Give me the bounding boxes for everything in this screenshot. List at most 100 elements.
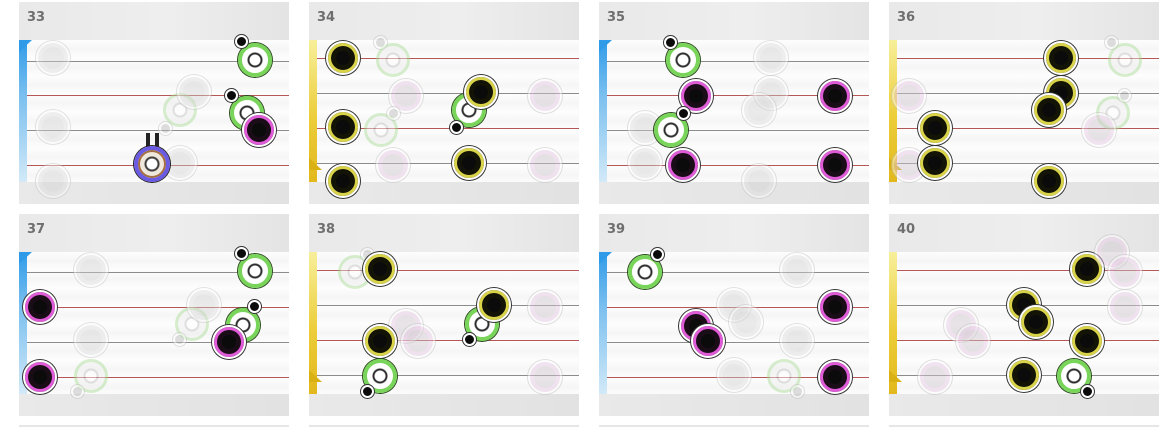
lane-line <box>309 163 579 164</box>
measure-number: 35 <box>607 10 626 25</box>
yellow-note[interactable] <box>326 41 360 75</box>
yellow-note[interactable] <box>363 252 397 286</box>
ghost-dot <box>791 385 804 398</box>
pink-note[interactable] <box>691 324 725 358</box>
small-black-note[interactable] <box>248 300 261 313</box>
purple-hold-note[interactable] <box>134 146 170 182</box>
yellow-note[interactable] <box>1007 358 1041 392</box>
green-note[interactable] <box>238 254 272 288</box>
ghost-green-note <box>767 359 801 393</box>
yellow-note[interactable] <box>1070 324 1104 358</box>
measure-panel-37[interactable]: 37 <box>19 214 289 416</box>
lane-line <box>19 377 289 378</box>
measure-panel-35[interactable]: 35 <box>599 2 869 204</box>
ghost-note <box>780 253 814 287</box>
blue-arrow-icon <box>599 40 612 52</box>
ghost-pink-note <box>892 79 926 113</box>
ghost-note <box>36 164 70 198</box>
measure-panel-40[interactable]: 40 <box>889 214 1159 416</box>
small-black-note[interactable] <box>1081 385 1094 398</box>
yellow-arrow-icon <box>309 158 322 170</box>
blue-timing-marker <box>599 40 607 182</box>
ghost-note <box>177 75 211 109</box>
ghost-dot <box>159 122 172 135</box>
pink-note[interactable] <box>818 360 852 394</box>
lane-line <box>309 93 579 94</box>
lane-line <box>599 342 869 343</box>
measure-number: 37 <box>27 222 46 237</box>
measure-panel-38[interactable]: 38 <box>309 214 579 416</box>
pink-note[interactable] <box>23 360 57 394</box>
lane-line <box>889 340 1159 341</box>
ghost-note <box>780 324 814 358</box>
ghost-note <box>754 41 788 75</box>
yellow-note[interactable] <box>363 324 397 358</box>
yellow-note[interactable] <box>1032 164 1066 198</box>
pink-note[interactable] <box>818 79 852 113</box>
green-note[interactable] <box>238 43 272 77</box>
ghost-pink-note <box>401 324 435 358</box>
pink-note[interactable] <box>23 290 57 324</box>
hold-stem <box>155 133 159 147</box>
pink-note[interactable] <box>242 113 276 147</box>
measure-panel-34[interactable]: 34 <box>309 2 579 204</box>
lane-line <box>309 58 579 59</box>
measure-panel-39[interactable]: 39 <box>599 214 869 416</box>
lane-line <box>889 128 1159 129</box>
small-black-note[interactable] <box>651 248 664 261</box>
ghost-note <box>36 41 70 75</box>
yellow-note[interactable] <box>477 288 511 322</box>
measure-panel-33[interactable]: 33 <box>19 2 289 204</box>
measure-number: 34 <box>317 10 336 25</box>
ghost-dot <box>173 333 186 346</box>
ghost-note <box>74 323 108 357</box>
lane-line <box>599 130 869 131</box>
yellow-note[interactable] <box>918 146 952 180</box>
blue-arrow-icon <box>599 252 612 264</box>
yellow-arrow-icon <box>889 370 902 382</box>
yellow-timing-marker <box>309 40 317 182</box>
small-black-note[interactable] <box>235 35 248 48</box>
pink-note[interactable] <box>666 148 700 182</box>
small-black-note[interactable] <box>450 121 463 134</box>
lane-line <box>599 272 869 273</box>
measure-number: 39 <box>607 222 626 237</box>
yellow-note[interactable] <box>1032 93 1066 127</box>
ghost-pink-note <box>1108 290 1142 324</box>
lane-line <box>889 270 1159 271</box>
ghost-dot <box>387 107 400 120</box>
yellow-note[interactable] <box>326 110 360 144</box>
ghost-pink-note <box>956 324 990 358</box>
small-black-note[interactable] <box>463 333 476 346</box>
blue-timing-marker <box>19 252 27 394</box>
pink-note[interactable] <box>212 325 246 359</box>
ghost-note <box>36 110 70 144</box>
ghost-note <box>628 146 662 180</box>
yellow-arrow-icon <box>309 370 322 382</box>
measure-panel-36[interactable]: 36 <box>889 2 1159 204</box>
lane-line <box>19 95 289 96</box>
blue-arrow-icon <box>19 252 32 264</box>
yellow-timing-marker <box>889 252 897 394</box>
measure-number: 33 <box>27 10 46 25</box>
yellow-note[interactable] <box>1044 41 1078 75</box>
ghost-note <box>742 164 776 198</box>
small-black-note[interactable] <box>664 36 677 49</box>
lane-line <box>19 130 289 131</box>
yellow-note[interactable] <box>464 75 498 109</box>
ghost-note <box>717 358 751 392</box>
ghost-note <box>729 305 763 339</box>
yellow-note[interactable] <box>918 111 952 145</box>
yellow-note[interactable] <box>326 164 360 198</box>
pink-note[interactable] <box>818 148 852 182</box>
yellow-note[interactable] <box>452 146 486 180</box>
pink-note[interactable] <box>818 290 852 324</box>
measure-number: 36 <box>897 10 916 25</box>
small-black-note[interactable] <box>677 107 690 120</box>
ghost-note <box>742 93 776 127</box>
small-black-note[interactable] <box>235 247 248 260</box>
yellow-note[interactable] <box>1019 305 1053 339</box>
small-black-note[interactable] <box>361 385 374 398</box>
yellow-timing-marker <box>309 252 317 394</box>
small-black-note[interactable] <box>225 89 238 102</box>
